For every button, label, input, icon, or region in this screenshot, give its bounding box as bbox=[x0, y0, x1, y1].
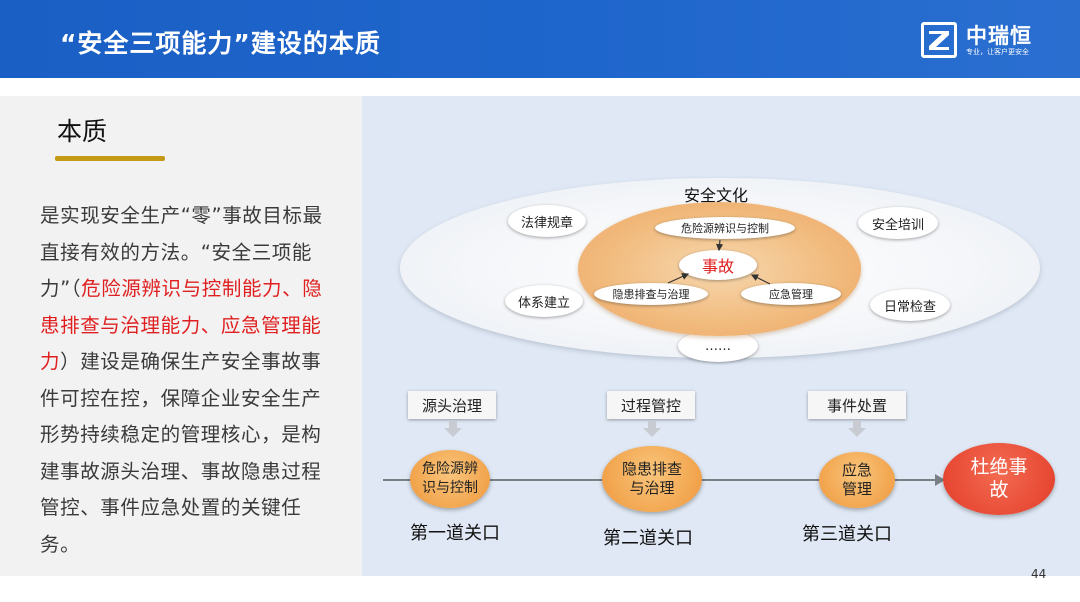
gate-second: 第二道关口 bbox=[603, 528, 693, 549]
inner-item-hidden-danger: 隐患排查与治理 bbox=[594, 283, 708, 305]
paragraph-text-after: ）建设是确保生产安全事故事件可控在控，保障企业安全生产形势持续稳定的管理核心，是… bbox=[40, 350, 322, 556]
logo-z-icon bbox=[921, 22, 957, 58]
circle-hazard-control: 危险源辨识与控制 bbox=[410, 450, 490, 508]
down-arrow-icon bbox=[643, 421, 661, 437]
page-number: 44 bbox=[1031, 567, 1047, 581]
company-logo: 中瑞恒 专业，让客户更安全 bbox=[921, 20, 1061, 60]
stage-label-event: 事件处置 bbox=[808, 391, 906, 419]
left-panel bbox=[0, 96, 362, 576]
section-heading: 本质 bbox=[57, 117, 108, 146]
essence-paragraph: 是实现安全生产“零”事故目标最直接有效的方法。“安全三项能力”（危险源辨识与控制… bbox=[40, 198, 340, 563]
page-title: “安全三项能力”建设的本质 bbox=[60, 29, 381, 58]
stage-label-source: 源头治理 bbox=[408, 391, 496, 419]
circle-eliminate-accidents: 杜绝事故 bbox=[943, 443, 1055, 515]
outer-item-system: 体系建立 bbox=[505, 285, 583, 317]
circle-emergency: 应急管理 bbox=[819, 452, 895, 508]
gate-first: 第一道关口 bbox=[410, 523, 500, 544]
paragraph-highlight: 危险源辨识与控制能力、隐患排查与治理能力、应急管理能力 bbox=[40, 277, 323, 373]
gate-third: 第三道关口 bbox=[802, 524, 892, 545]
arrow-hidden-danger-to-center bbox=[667, 273, 690, 284]
arrow-hazard-to-center bbox=[716, 239, 724, 252]
stage-label-process: 过程管控 bbox=[607, 391, 695, 419]
heading-underline bbox=[55, 156, 165, 161]
outer-item-training: 安全培训 bbox=[858, 207, 938, 239]
paragraph-text-before: 是实现安全生产“零”事故目标最直接有效的方法。“安全三项能力”（ bbox=[40, 204, 323, 300]
down-arrow-icon bbox=[444, 421, 462, 437]
header-bar: “安全三项能力”建设的本质 中瑞恒 专业，让客户更安全 bbox=[0, 0, 1080, 78]
inner-item-hazard: 危险源辨识与控制 bbox=[655, 217, 795, 239]
outer-item-inspection: 日常检查 bbox=[870, 289, 950, 321]
logo-slogan: 专业，让客户更安全 bbox=[966, 48, 1029, 56]
culture-title: 安全文化 bbox=[684, 186, 749, 205]
outer-item-laws: 法律规章 bbox=[508, 205, 586, 237]
inner-item-emergency: 应急管理 bbox=[741, 283, 841, 305]
flow-arrowhead bbox=[935, 474, 945, 486]
center-accident: 事故 bbox=[679, 250, 757, 280]
down-arrow-icon bbox=[848, 421, 866, 437]
circle-hidden-danger: 隐患排查与治理 bbox=[602, 446, 702, 512]
arrow-emergency-to-center bbox=[750, 274, 771, 285]
logo-name: 中瑞恒 bbox=[966, 24, 1032, 48]
